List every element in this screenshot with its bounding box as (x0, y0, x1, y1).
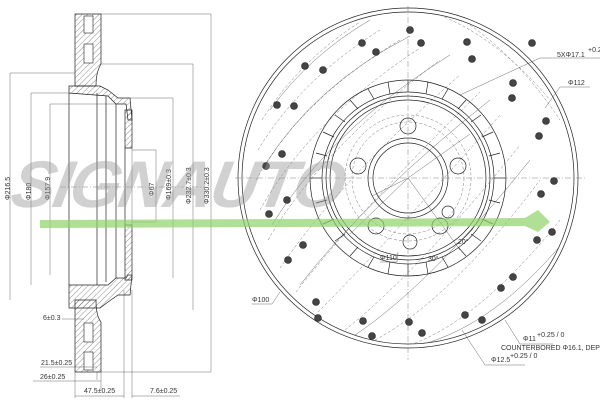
dim-thickness: 26±0.25 (40, 374, 65, 381)
watermark: SIGNAUTO (6, 148, 550, 232)
front-view: 5XΦ17.1 +0.25 / 0 Φ112 Φ110 30° 20° Φ100… (235, 6, 600, 366)
dim-angle-20: 20° (458, 238, 469, 246)
dim-d67: Φ67 (149, 183, 156, 196)
dim-drill-12-5: Φ12.5 (491, 357, 510, 364)
drilled-holes (262, 26, 558, 340)
dim-bolt-holes: 5XΦ17.1 (557, 52, 585, 59)
dim-vent-offset: 6±0.3 (43, 315, 61, 322)
dim-drill-12-5-tol: +0.25 / 0 (510, 353, 538, 360)
dim-hat-thickness: 7.6±0.25 (150, 388, 177, 395)
watermark-text: SIGNAUTO (6, 148, 351, 221)
dim-d232-7: Φ232.7±0.3 (186, 167, 193, 204)
dim-pcd-112: Φ112 (568, 80, 585, 87)
dim-d169: Φ169±0.3 (166, 169, 173, 200)
hub-plate (124, 109, 133, 149)
counterbore-note: COUNTERBORED Φ16.1, DEPTH 4.7 (501, 345, 600, 352)
watermark-stripe (40, 210, 550, 232)
dim-d100: Φ100 (252, 297, 269, 304)
dim-d330-2: Φ330.2±0.3 (204, 167, 211, 204)
hub-plate-lower (124, 224, 133, 281)
dim-drill-11-tol: +0.25 / 0 (537, 332, 565, 339)
dim-d216-5: Φ216.5 (5, 177, 12, 200)
dim-total-height: 47.5±0.25 (84, 388, 115, 395)
dim-thickness-min: 21.5±0.25 (41, 360, 72, 367)
hat-flange-top (68, 85, 133, 121)
dim-pcd-110: Φ110 (380, 255, 397, 262)
dim-bolt-holes-tol: +0.25 / 0 (588, 47, 600, 54)
dim-drill-11: Φ11 (523, 336, 536, 343)
dim-angle-30: 30° (428, 255, 439, 263)
dim-d180: Φ180 (26, 183, 33, 200)
dim-d157-9: Φ157.9 (45, 177, 52, 200)
vane-pattern (255, 14, 571, 344)
